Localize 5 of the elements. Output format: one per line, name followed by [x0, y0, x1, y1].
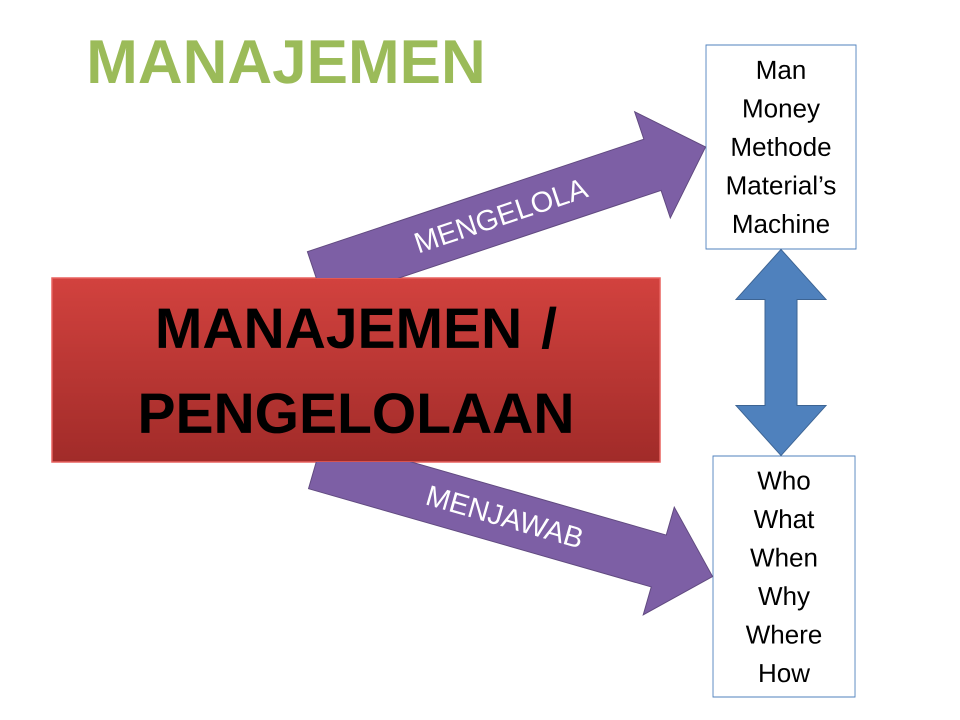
- double-arrow: [734, 248, 828, 456]
- title: MANAJEMEN: [90, 40, 482, 84]
- heading-box: MANAJEMEN / PENGELOLAAN: [51, 277, 661, 463]
- list-box: Man Money Methode Material’s Machine: [706, 44, 856, 250]
- list-box: Who What When Why Where How: [712, 456, 856, 698]
